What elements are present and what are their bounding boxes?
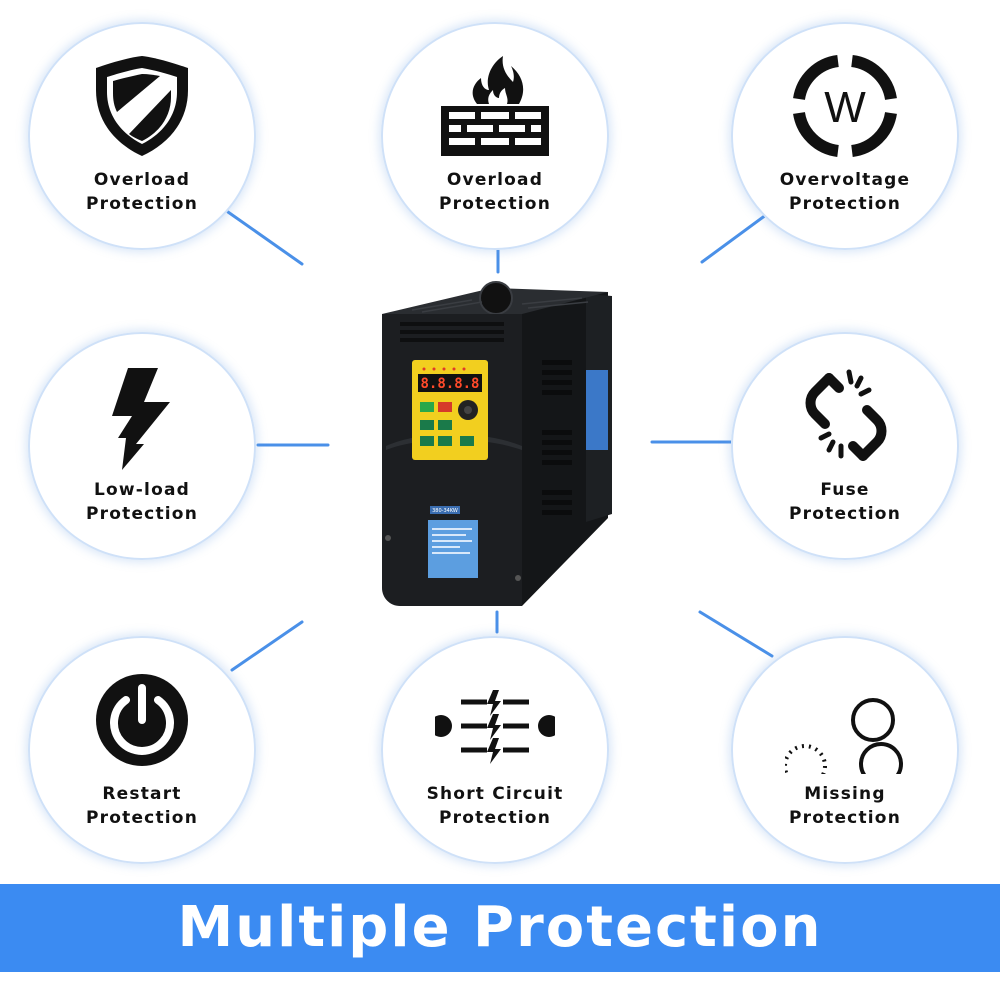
badge-subtitle: Protection [439, 808, 551, 828]
badge-title: Overload [446, 170, 544, 190]
inverter-device-image: 8.8.8.8 380-34KW [382, 281, 612, 606]
badge-subtitle: Protection [439, 194, 551, 214]
fan-icon [479, 281, 513, 315]
shield-icon [96, 56, 188, 156]
badge-title: Overload [93, 170, 191, 190]
led-display-readout: 8.8.8.8 [420, 376, 479, 392]
connector-line [698, 610, 774, 658]
banner-title: Multiple Protection [177, 895, 823, 960]
connector-line [700, 210, 772, 264]
led-display [418, 374, 482, 392]
connector-line [226, 210, 304, 266]
badge-subtitle: Protection [86, 504, 198, 524]
broken-link-icon [805, 369, 887, 461]
badge-title: Restart [102, 784, 182, 804]
badge-title: Short Circuit [426, 784, 564, 804]
short-circuit-icon [435, 690, 555, 764]
badge-subtitle: Protection [86, 194, 198, 214]
run-button [420, 402, 434, 412]
model-tag [430, 506, 460, 514]
stop-button [438, 402, 452, 412]
lightning-bolt-icon [112, 368, 170, 470]
model-tag-text: 380-34KW [432, 508, 458, 514]
power-icon [96, 674, 188, 766]
badge-subtitle: Protection [789, 194, 901, 214]
fire-wall-icon [441, 56, 549, 156]
badge-subtitle: Protection [86, 808, 198, 828]
badge-subtitle: Protection [789, 504, 901, 524]
connector-line [230, 620, 304, 672]
badge-title: Missing [804, 784, 886, 804]
badge-subtitle: Protection [789, 808, 901, 828]
badge-title: Fuse [820, 480, 870, 500]
banner: Multiple Protection [0, 884, 1000, 972]
side-label [586, 370, 608, 450]
badge-title: Low-load [93, 480, 191, 500]
badge-title: Overvoltage [779, 170, 911, 190]
w-circle-icon: W [793, 55, 897, 157]
phase-circles-icon [785, 698, 903, 774]
svg-text:W: W [824, 83, 866, 132]
